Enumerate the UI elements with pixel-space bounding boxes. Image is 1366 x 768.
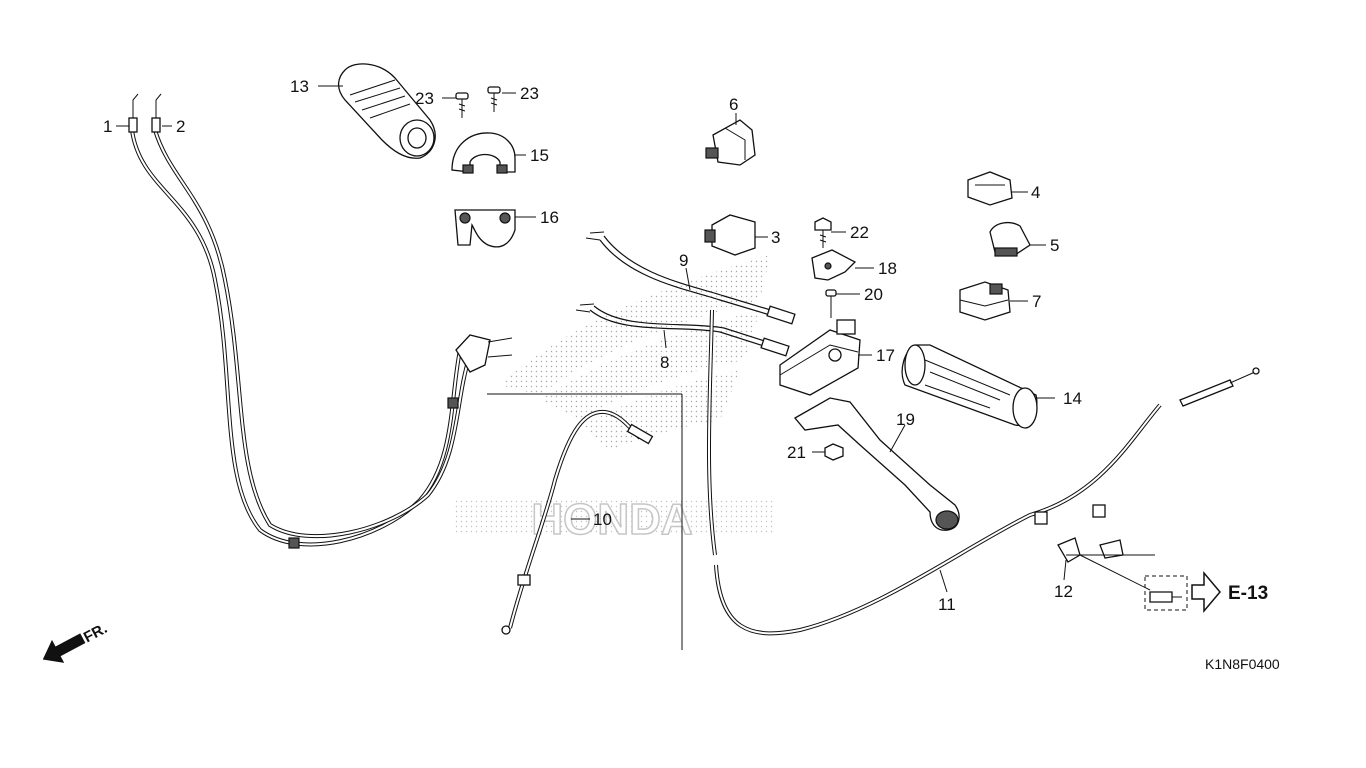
choke-cable-10 [501, 409, 654, 635]
bolt-22 [814, 217, 832, 248]
callout-4: 4 [1031, 183, 1040, 202]
cross-reference-arrow-icon [1191, 570, 1221, 614]
direction-label: FR. [81, 620, 110, 646]
clamp-12 [1057, 537, 1188, 611]
callout-13: 13 [290, 77, 309, 96]
callout-15: 15 [530, 146, 549, 165]
callout-22: 22 [850, 223, 869, 242]
callout-1: 1 [103, 117, 112, 136]
callout-23a: 23 [415, 89, 434, 108]
screw-23b [487, 86, 501, 112]
callout-2: 2 [176, 117, 185, 136]
callout-17: 17 [876, 346, 895, 365]
callout-19: 19 [896, 410, 915, 429]
throttle-housing-upper [451, 132, 516, 174]
diagram-code: K1N8F0400 [1205, 656, 1280, 672]
brake-lever-19 [794, 397, 960, 531]
honda-watermark: HONDA [455, 255, 775, 545]
left-grip-14 [901, 344, 1038, 429]
nut-21 [824, 443, 844, 461]
leader-lines [116, 85, 1067, 593]
switch-7 [959, 281, 1011, 321]
callout-18: 18 [878, 259, 897, 278]
switch-5 [989, 221, 1031, 257]
screw-23a [455, 92, 469, 118]
callout-21: 21 [787, 443, 806, 462]
honda-watermark-text: HONDA [531, 495, 692, 544]
callout-6: 6 [729, 95, 738, 114]
cable-11 [706, 309, 1260, 636]
callout-20: 20 [864, 285, 883, 304]
callout-9: 9 [679, 251, 688, 270]
callout-11: 11 [938, 595, 956, 614]
part-callouts: 1 2 3 4 5 6 7 8 9 10 11 12 13 14 15 16 1… [103, 77, 1082, 614]
callout-16: 16 [540, 208, 559, 227]
lever-bracket-17 [779, 319, 861, 396]
cross-reference-label: E-13 [1228, 583, 1268, 604]
callout-8: 8 [660, 353, 669, 372]
direction-arrow-icon [42, 633, 86, 663]
switch-6 [705, 119, 756, 166]
callout-23b: 23 [520, 84, 539, 103]
bracket-18 [811, 249, 857, 281]
callout-5: 5 [1050, 236, 1059, 255]
switch-3 [704, 214, 756, 256]
throttle-cable-assembly [128, 93, 513, 549]
switch-wires-8-9 [575, 231, 796, 357]
switch-4 [967, 171, 1013, 206]
callout-14: 14 [1063, 389, 1082, 408]
callout-3: 3 [771, 228, 780, 247]
screw-20 [825, 289, 837, 318]
cross-reference[interactable]: E-13 [1191, 570, 1268, 614]
section-frame [487, 393, 683, 650]
throttle-grip [337, 63, 436, 159]
callout-12: 12 [1054, 582, 1073, 601]
callout-7: 7 [1032, 292, 1041, 311]
callout-10: 10 [593, 510, 612, 529]
front-direction-indicator: FR. [42, 620, 110, 663]
throttle-housing-lower [454, 209, 516, 248]
